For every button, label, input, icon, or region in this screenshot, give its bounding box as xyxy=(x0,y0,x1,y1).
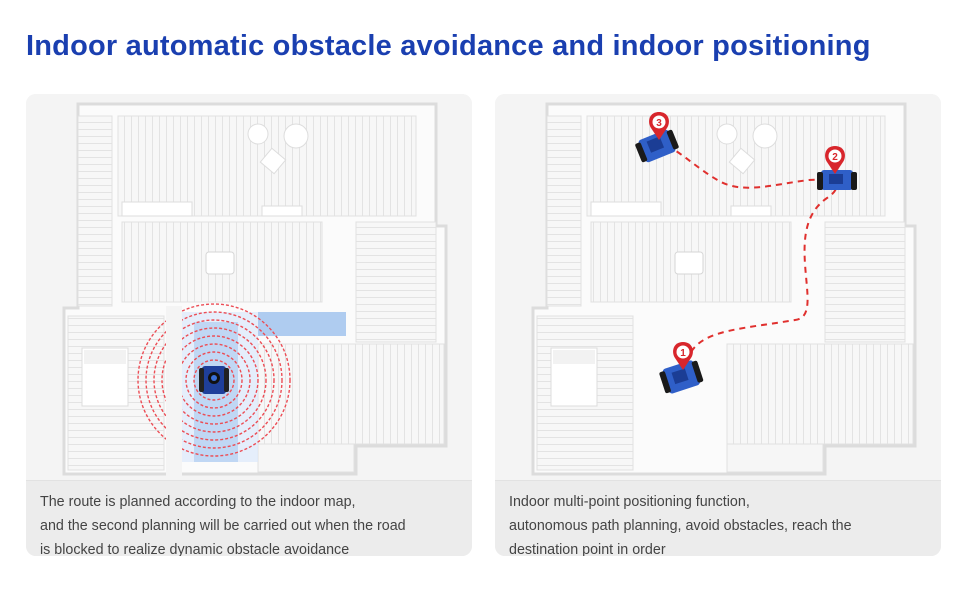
robot-car-icon xyxy=(817,170,857,190)
marker-label: 2 xyxy=(832,152,838,163)
floor-plan-svg xyxy=(62,102,448,476)
floor-plan-map: 1 2 3 xyxy=(495,94,941,480)
marker-label: 1 xyxy=(680,348,686,359)
location-pin-icon-3: 3 xyxy=(649,112,669,140)
planned-path xyxy=(654,139,838,363)
panel-caption: Indoor multi-point positioning function,… xyxy=(495,480,941,556)
caption-line: and the second planning will be carried … xyxy=(40,518,406,534)
location-pin-icon-1: 1 xyxy=(673,342,693,370)
floor-plan-svg: 1 2 3 xyxy=(531,102,917,476)
multi-point-positioning-panel: 1 2 3 Indoor multi-point positioning fun… xyxy=(495,94,941,556)
obstacle-avoidance-panel: The route is planned according to the in… xyxy=(26,94,472,556)
marker-label: 3 xyxy=(656,118,662,129)
lidar-scan-waves xyxy=(137,303,346,476)
page-title: Indoor automatic obstacle avoidance and … xyxy=(26,30,871,62)
caption-line: autonomous path planning, avoid obstacle… xyxy=(509,518,852,534)
caption-line: The route is planned according to the in… xyxy=(40,494,356,510)
floor-plan-map xyxy=(26,94,472,480)
robot-car-icon xyxy=(635,129,679,163)
caption-line: destination point in order xyxy=(509,542,666,556)
caption-line: is blocked to realize dynamic obstacle a… xyxy=(40,542,350,556)
robot-car-icon xyxy=(659,360,704,394)
caption-line: Indoor multi-point positioning function, xyxy=(509,494,750,510)
panel-caption: The route is planned according to the in… xyxy=(26,480,472,556)
robot-car-icon xyxy=(199,366,229,394)
location-pin-icon-2: 2 xyxy=(825,146,845,174)
